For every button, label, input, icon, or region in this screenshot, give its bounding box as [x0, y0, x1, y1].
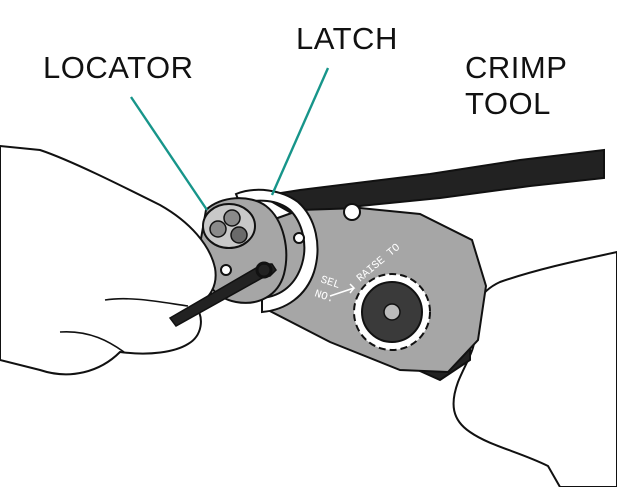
crimp-tool-label: CRIMP TOOL — [465, 50, 567, 122]
latch — [234, 188, 319, 314]
dial-label-no: NO. — [313, 288, 336, 306]
dial-label-sel: SEL — [319, 274, 342, 292]
dial-center — [383, 303, 401, 321]
finger-line-2 — [59, 331, 125, 353]
latch-label: LATCH — [296, 21, 398, 56]
screw-hole-right-icon — [293, 232, 305, 244]
locator-hole-3-icon — [230, 226, 248, 244]
crimp-tool-label-line2: TOOL — [465, 86, 551, 121]
locator-hole-2-icon — [223, 209, 241, 227]
latch-leader-line — [270, 67, 330, 196]
locator-leader-line — [130, 96, 208, 211]
dial-arrow-icon — [329, 283, 356, 297]
crimp-tool-label-line1: CRIMP — [465, 50, 568, 85]
selector-dial — [353, 273, 431, 351]
screw-hole-left-icon — [220, 264, 232, 276]
hex-socket-icon — [255, 261, 273, 279]
locator-label: LOCATOR — [43, 50, 194, 85]
upper-handle — [259, 148, 605, 220]
left-hand — [0, 144, 217, 376]
pivot-hole-icon — [343, 203, 361, 221]
locator-hole-1-icon — [209, 220, 227, 238]
finger-line-1 — [104, 297, 189, 307]
